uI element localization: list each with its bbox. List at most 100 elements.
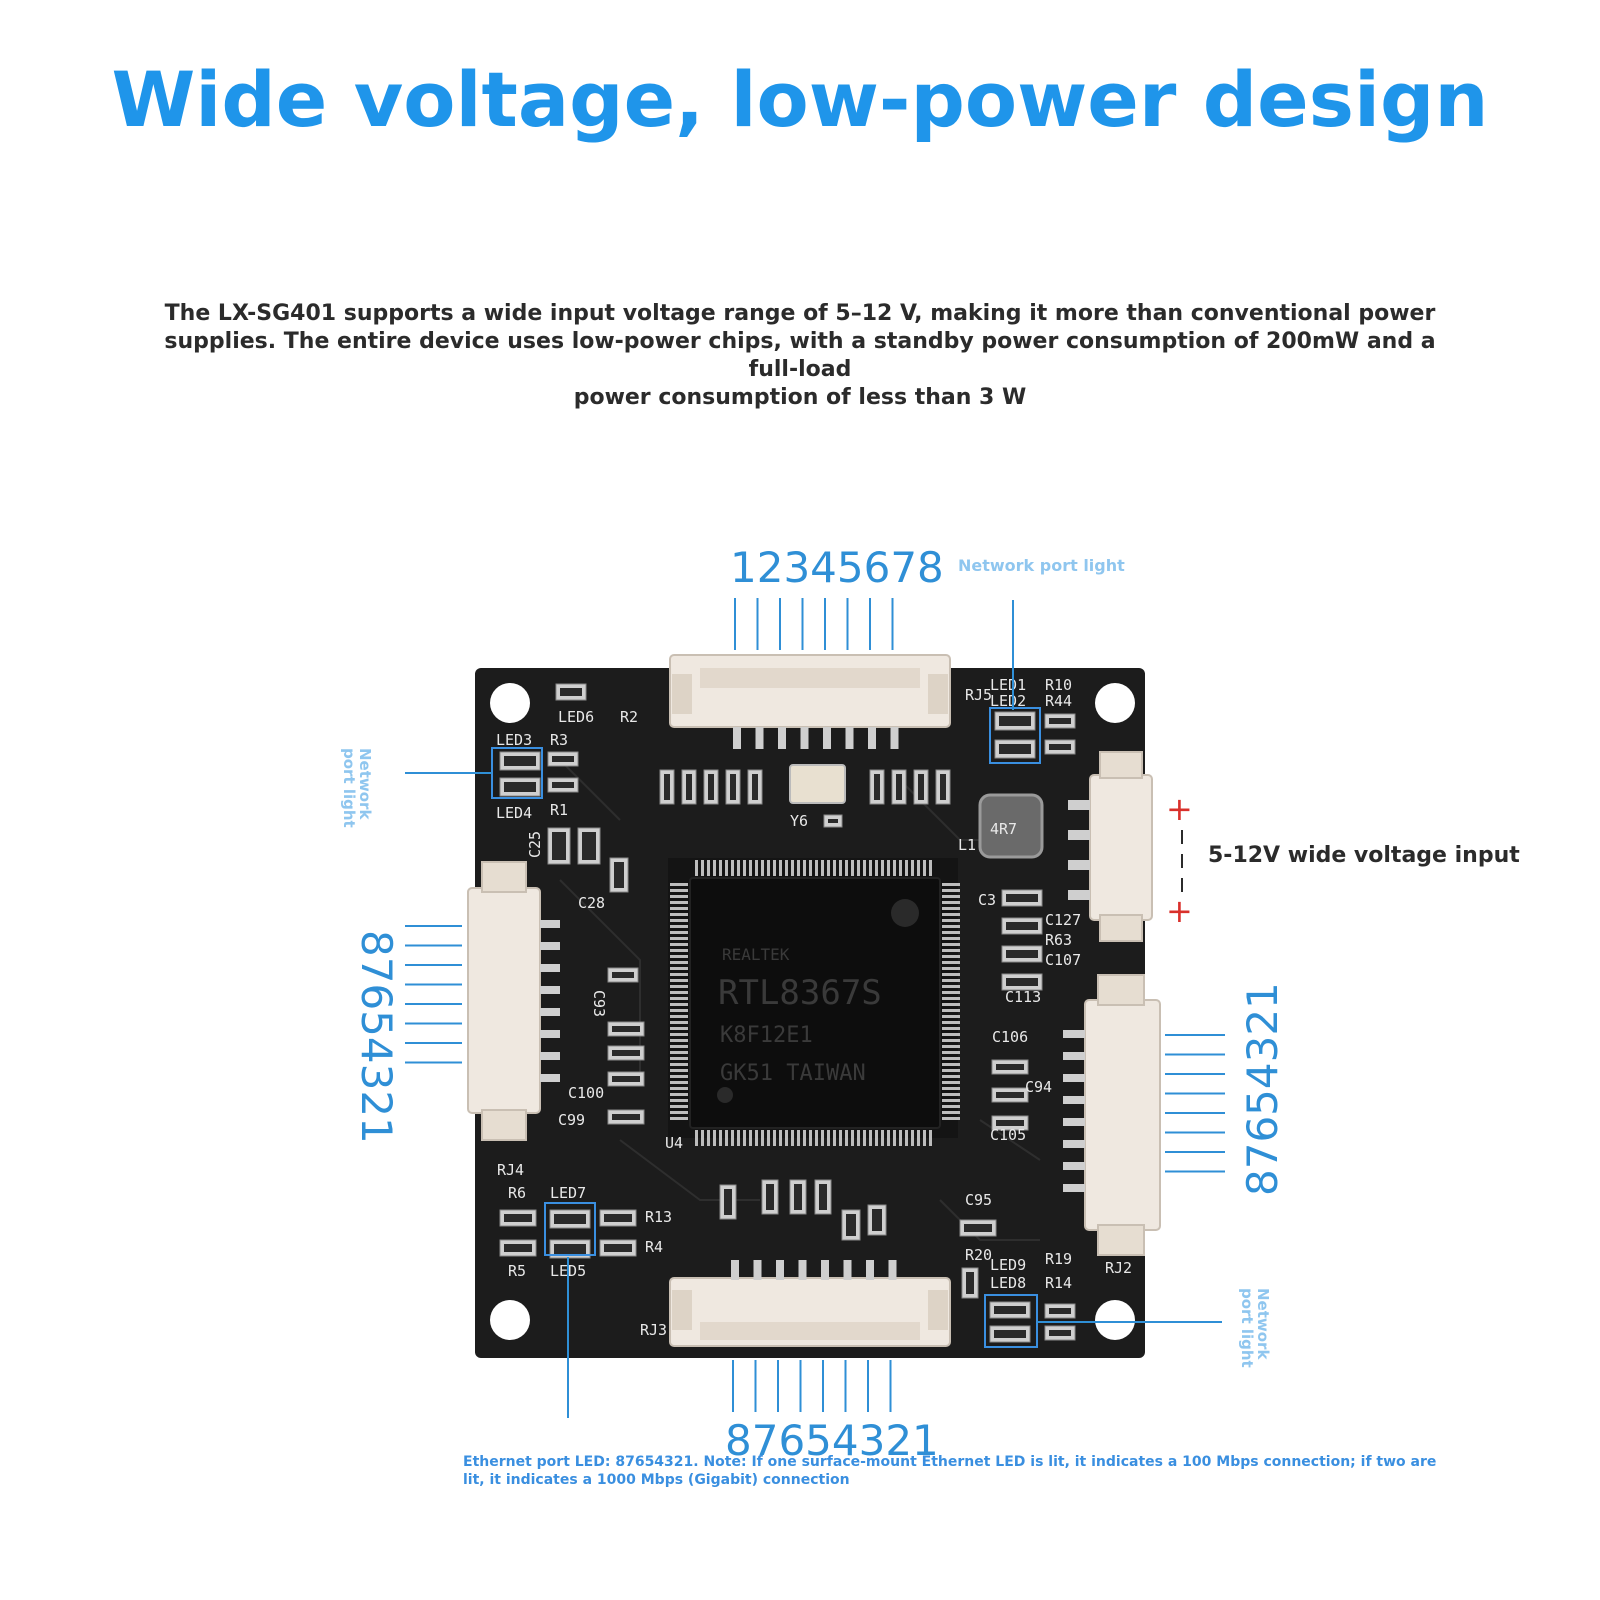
connector-pins [540, 727, 1090, 1280]
smd-part-body [504, 782, 536, 792]
connector-pin [1063, 1074, 1085, 1082]
silk-rj3: RJ3 [640, 1321, 667, 1339]
network-port-light-label-left: Network port light [340, 748, 374, 828]
smd-part-body [504, 1244, 532, 1252]
smd-part-body [966, 1272, 974, 1294]
silk-c99: C99 [558, 1111, 585, 1129]
chip-line-3: GK51 TAIWAN [720, 1061, 866, 1086]
chip-lead [773, 1130, 776, 1146]
smd-part-body [996, 1120, 1024, 1126]
silk-r44: R44 [1045, 692, 1072, 710]
chip-lead [815, 1130, 818, 1146]
silk-led6: LED6 [558, 708, 594, 726]
chip-lead [761, 1130, 764, 1146]
connector-pin [540, 986, 560, 994]
chip-lead [737, 860, 740, 876]
silk-led8: LED8 [990, 1274, 1026, 1292]
smd-part-body [724, 1189, 732, 1215]
chip-lead [670, 1057, 688, 1060]
smd-part-body [964, 1224, 992, 1232]
connector-pin [540, 942, 560, 950]
chip-lead [845, 860, 848, 876]
network-port-light-label-right: Network port light [1238, 1288, 1272, 1368]
chip-lead [670, 925, 688, 928]
smd-part-body [664, 774, 670, 800]
connector-pin [890, 727, 899, 749]
led-highlight-top-right [989, 707, 1041, 764]
smd-part-body [996, 1092, 1024, 1098]
smd-part-body [940, 774, 946, 800]
smd-part-body [554, 1214, 586, 1224]
smd-part-body [896, 774, 902, 800]
network-port-light-label-top: Network port light [958, 556, 1125, 575]
chip-lead [863, 1130, 866, 1146]
chip-lead [670, 955, 688, 958]
chip-lead [923, 860, 926, 876]
chip-lead [887, 1130, 890, 1146]
chip-lead [857, 1130, 860, 1146]
silk-led2: LED2 [990, 692, 1026, 710]
chip-lead [881, 860, 884, 876]
chip-lead [827, 1130, 830, 1146]
voltage-input-label: 5-12V wide voltage input [1208, 843, 1520, 868]
description-line-1: The LX-SG401 supports a wide input volta… [164, 301, 1436, 326]
connector-pin [733, 727, 741, 749]
left-pin-numbers: 87654321 [352, 930, 401, 1144]
plus-sign-bottom: + [1166, 892, 1193, 930]
chip-lead [670, 889, 688, 892]
chip-lead [791, 1130, 794, 1146]
smd-part-body [1049, 1308, 1071, 1314]
chip-lead [942, 883, 960, 886]
silk-c93: C93 [590, 990, 608, 1017]
chip-model: RTL8367S [718, 973, 882, 1013]
silk-c95: C95 [965, 1191, 992, 1209]
chip-lead [767, 1130, 770, 1146]
chip-lead [942, 1093, 960, 1096]
connector-pin [823, 727, 831, 749]
chip-lead [929, 1130, 932, 1146]
silk-rj4: RJ4 [497, 1161, 524, 1179]
chip-lead [670, 1075, 688, 1078]
silk-c107: C107 [1045, 951, 1081, 969]
smd-part-body [1006, 922, 1038, 930]
silk-led1: LED1 [990, 676, 1026, 694]
chip-lead [821, 860, 824, 876]
chip-lead [737, 1130, 740, 1146]
chip-lead [917, 860, 920, 876]
chip-lead [833, 1130, 836, 1146]
chip-lead [743, 1130, 746, 1146]
connector-top [669, 654, 951, 728]
chip-lead [670, 1069, 688, 1072]
silk-u4: U4 [665, 1134, 683, 1152]
silk-y6: Y6 [790, 812, 808, 830]
description: The LX-SG401 supports a wide input volta… [140, 300, 1460, 412]
chip-lead [670, 991, 688, 994]
chip-lead [942, 889, 960, 892]
chip-lead [785, 1130, 788, 1146]
network-port-light-left-line-1: Network [356, 748, 374, 820]
chip-lead [893, 860, 896, 876]
mounting-hole-bottom-right [1095, 1300, 1135, 1340]
smd-part-body [552, 832, 566, 860]
smd-part-body [1049, 1330, 1071, 1336]
chip-lead [670, 931, 688, 934]
chip-lead [670, 1045, 688, 1048]
connector-pin [1063, 1184, 1085, 1192]
connector-pin [866, 1260, 874, 1280]
chip-lead [670, 901, 688, 904]
chip-lead [797, 860, 800, 876]
chip-lead [743, 860, 746, 876]
chip-lead [917, 1130, 920, 1146]
connector-pin [843, 1260, 852, 1280]
connector-pin [1063, 1140, 1085, 1148]
connector-pin [800, 727, 809, 749]
connector-left [467, 861, 541, 1141]
connector-pin [798, 1260, 807, 1280]
silk-led4: LED4 [496, 804, 532, 822]
silk-c25: C25 [526, 831, 544, 858]
smd-part-body [828, 819, 838, 823]
chip-lead [942, 1069, 960, 1072]
smd-part-body [612, 1114, 640, 1120]
smd-part-body [612, 1026, 640, 1032]
chip-lead [695, 860, 698, 876]
